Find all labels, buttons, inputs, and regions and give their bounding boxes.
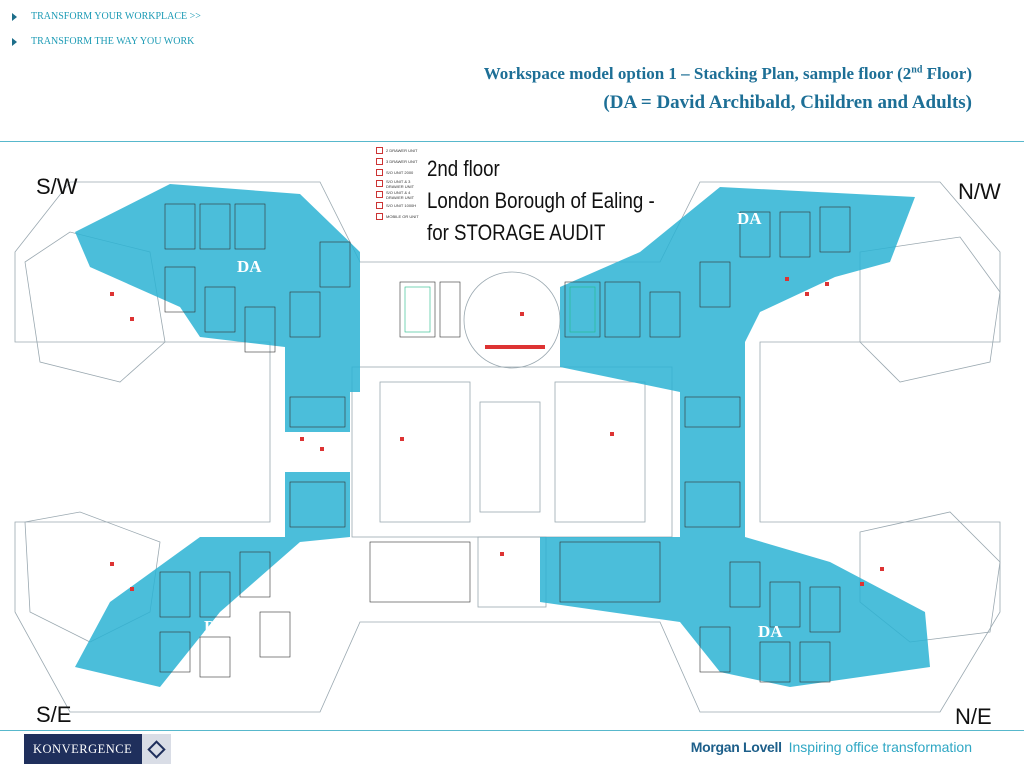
compass-south-west: S/W (36, 174, 78, 199)
nav-link-label: TRANSFORM THE WAY YOU WORK (31, 36, 195, 47)
nav-link-transform-work[interactable]: TRANSFORM THE WAY YOU WORK (12, 36, 194, 47)
legend-swatch-icon (376, 169, 383, 176)
legend-swatch-icon (376, 191, 383, 198)
legend-item: MOBILE OR UNIT (376, 211, 422, 222)
legend-item: 2 DRAWER UNIT (376, 145, 422, 156)
legend-swatch-icon (376, 147, 383, 154)
nav-link-transform-workplace[interactable]: TRANSFORM YOUR WORKPLACE >> (12, 11, 201, 22)
brand-name: Morgan Lovell (690, 739, 782, 755)
legend-swatch-icon (376, 180, 383, 187)
slide-title-line2: (DA = David Archibald, Children and Adul… (603, 92, 972, 113)
legend-item: S/O UNIT 2000 (376, 167, 422, 178)
zone-label-ne: DA (758, 622, 783, 641)
konvergence-logo: KONVERGENCE (24, 734, 171, 764)
slide-title-line1: Workspace model option 1 – Stacking Plan… (483, 64, 972, 83)
legend-item: 3 DRAWER UNIT (376, 156, 422, 167)
legend-swatch-icon (376, 202, 383, 209)
compass-north-east: N/E (955, 704, 992, 729)
floor-plan (14, 181, 1001, 713)
arrow-right-icon (12, 12, 17, 21)
compass-south-east: S/E (36, 702, 72, 727)
floor-note-line3: for STORAGE AUDIT (427, 220, 606, 245)
compass-north-west: N/W (958, 179, 1001, 204)
legend-swatch-icon (376, 158, 383, 165)
zone-label-sw: DA (237, 257, 262, 276)
brand-tagline: Inspiring office transformation (788, 739, 972, 755)
floor-note-line2: London Borough of Ealing - (427, 188, 655, 213)
diamond-logo-icon (142, 734, 171, 764)
legend-item: S/O UNIT & 4 DRAWER UNIT (376, 189, 422, 200)
zone-label-nw: DA (737, 209, 762, 228)
morgan-lovell-brand: Morgan Lovell Inspiring office transform… (691, 739, 972, 755)
divider-top (0, 141, 1024, 142)
divider-bottom (0, 730, 1024, 731)
legend-item: S/O UNIT & 3 DRAWER UNIT (376, 178, 422, 189)
legend-swatch-icon (376, 213, 383, 220)
konvergence-wordmark: KONVERGENCE (33, 741, 133, 756)
floor-note: 2nd floor London Borough of Ealing - for… (427, 153, 655, 249)
furniture-legend: 2 DRAWER UNIT 3 DRAWER UNIT S/O UNIT 200… (376, 145, 422, 222)
legend-item: S/O UNIT 1000H (376, 200, 422, 211)
arrow-right-icon (12, 37, 17, 46)
floor-note-line1: 2nd floor (427, 156, 500, 181)
zone-label-se: DA (204, 617, 229, 636)
nav-link-label: TRANSFORM YOUR WORKPLACE >> (31, 11, 201, 22)
